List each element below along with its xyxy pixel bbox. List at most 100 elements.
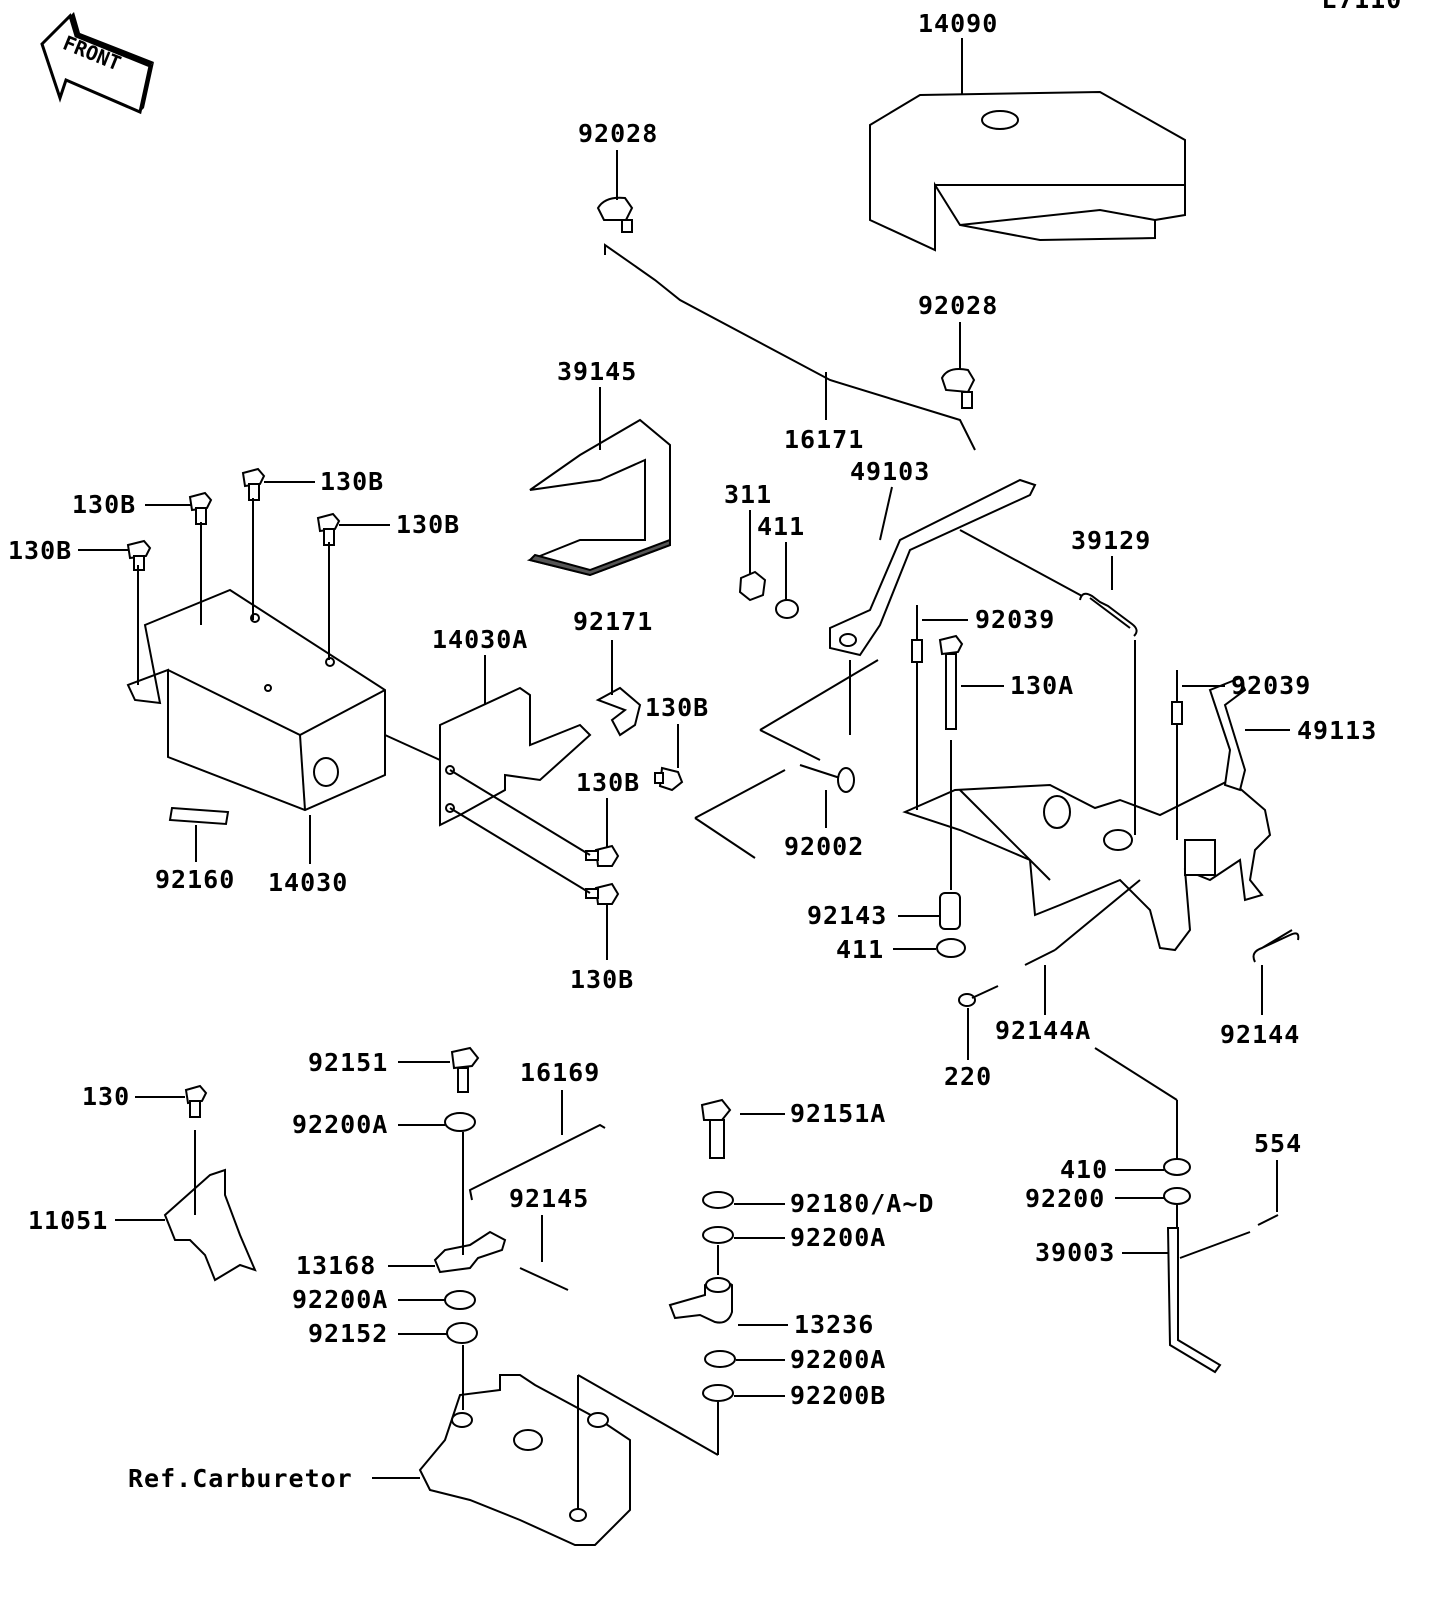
part-92144A-spring xyxy=(1024,949,1056,966)
part-411-washer-top xyxy=(775,599,799,619)
label-92152: 92152 xyxy=(308,1319,388,1348)
part-92171-clamp xyxy=(595,686,642,737)
label-92200A-d: 92200A xyxy=(790,1345,886,1374)
label-39129: 39129 xyxy=(1071,526,1151,555)
label-130B-c: 130B xyxy=(396,510,460,539)
part-410-washer xyxy=(1163,1158,1191,1176)
label-92200: 92200 xyxy=(1025,1184,1105,1213)
label-39003: 39003 xyxy=(1035,1238,1115,1267)
label-92002: 92002 xyxy=(784,832,864,861)
label-130: 130 xyxy=(82,1082,130,1111)
part-39129-spring xyxy=(1079,592,1138,637)
part-39003-lever xyxy=(1166,1227,1222,1374)
part-92200B-washer xyxy=(702,1384,734,1402)
part-92200-washer xyxy=(1163,1187,1191,1205)
part-16169-rod xyxy=(468,1123,606,1201)
part-130B-bolt-3 xyxy=(241,467,266,501)
front-arrow-icon: FRONT xyxy=(40,12,154,115)
label-130B-a: 130B xyxy=(320,467,384,496)
part-92039-pin-a xyxy=(911,605,923,663)
label-14090: 14090 xyxy=(918,9,998,38)
label-92144: 92144 xyxy=(1220,1020,1300,1049)
part-92200A-washer-a xyxy=(444,1112,476,1132)
part-14090-cover xyxy=(869,90,1186,252)
label-92200B: 92200B xyxy=(790,1381,886,1410)
part-92028-clip-mid xyxy=(940,368,976,409)
label-39145: 39145 xyxy=(557,357,637,386)
label-92143: 92143 xyxy=(807,901,887,930)
label-16171: 16171 xyxy=(784,425,864,454)
part-130B-bolt-5 xyxy=(654,766,684,792)
part-92151-bolt xyxy=(450,1046,480,1093)
label-130A: 130A xyxy=(1010,671,1074,700)
label-ref-carburetor: Ref.Carburetor xyxy=(128,1464,353,1493)
part-92039-pin-b xyxy=(1171,670,1183,725)
label-92028-top: 92028 xyxy=(578,119,658,148)
part-92152-bushing xyxy=(446,1322,478,1344)
part-92028-clip-top xyxy=(596,196,634,233)
label-92039-b: 92039 xyxy=(1231,671,1311,700)
leader-lines xyxy=(78,38,1290,1510)
part-92200A-washer-c xyxy=(702,1226,734,1244)
carburetor-reference xyxy=(418,1374,631,1546)
part-92200A-washer-d xyxy=(704,1350,736,1368)
label-130B-f: 130B xyxy=(576,768,640,797)
part-49103-lever xyxy=(829,478,1037,657)
part-13168-lever xyxy=(433,1230,507,1274)
part-92160-label xyxy=(168,806,230,826)
part-92200A-washer-b xyxy=(444,1290,476,1310)
label-130B-b: 130B xyxy=(72,490,136,519)
label-311: 311 xyxy=(724,480,772,509)
part-311-nut xyxy=(738,570,767,602)
label-13168: 13168 xyxy=(296,1251,376,1280)
label-411-mid: 411 xyxy=(836,935,884,964)
part-130A-bolt xyxy=(938,634,964,730)
part-92002-bolt xyxy=(799,764,855,793)
label-220: 220 xyxy=(944,1062,992,1091)
part-130B-bolt-1 xyxy=(126,539,152,571)
part-92180-shim xyxy=(702,1191,734,1209)
part-130B-bolt-7 xyxy=(585,882,620,905)
part-130B-bolt-4 xyxy=(316,512,341,546)
part-411-washer-mid xyxy=(936,938,966,958)
part-92145-spring xyxy=(519,1267,569,1291)
part-49113-bracket xyxy=(902,676,1272,952)
label-49113: 49113 xyxy=(1297,716,1377,745)
label-16169: 16169 xyxy=(520,1058,600,1087)
label-92200A-a: 92200A xyxy=(292,1110,388,1139)
label-130B-e: 130B xyxy=(645,693,709,722)
label-92200A-c: 92200A xyxy=(790,1223,886,1252)
label-92171: 92171 xyxy=(573,607,653,636)
label-14030: 14030 xyxy=(268,868,348,897)
label-92151: 92151 xyxy=(308,1048,388,1077)
label-11051: 11051 xyxy=(28,1206,108,1235)
label-92028-mid: 92028 xyxy=(918,291,998,320)
part-92144-spring xyxy=(1252,929,1300,963)
part-11051-bracket xyxy=(163,1168,257,1282)
part-labels: 14090 92028 92028 39145 16171 49103 311 … xyxy=(8,9,1377,1493)
label-130B-g: 130B xyxy=(570,965,634,994)
label-13236: 13236 xyxy=(794,1310,874,1339)
label-92145: 92145 xyxy=(509,1184,589,1213)
part-220-screw xyxy=(958,985,999,1007)
label-92180: 92180/A~D xyxy=(790,1189,934,1218)
label-49103: 49103 xyxy=(850,457,930,486)
part-92143-sleeve xyxy=(939,892,961,930)
part-92151A-bolt xyxy=(700,1098,732,1159)
part-16171-rod xyxy=(604,243,976,451)
diagram-code: E7110 xyxy=(1322,0,1402,14)
label-92039-a: 92039 xyxy=(975,605,1055,634)
label-130B-d: 130B xyxy=(8,536,72,565)
part-39145-bracket xyxy=(526,418,671,577)
part-554-pin xyxy=(1257,1214,1279,1226)
part-14030-box xyxy=(126,588,386,812)
label-14030A: 14030A xyxy=(432,625,528,654)
part-130-bolt xyxy=(184,1084,208,1118)
part-130B-bolt-6 xyxy=(585,844,620,867)
part-14030A-plate xyxy=(439,686,592,827)
label-410: 410 xyxy=(1060,1155,1108,1184)
label-92160: 92160 xyxy=(155,865,235,894)
label-92151A: 92151A xyxy=(790,1099,886,1128)
label-411-top: 411 xyxy=(757,512,805,541)
